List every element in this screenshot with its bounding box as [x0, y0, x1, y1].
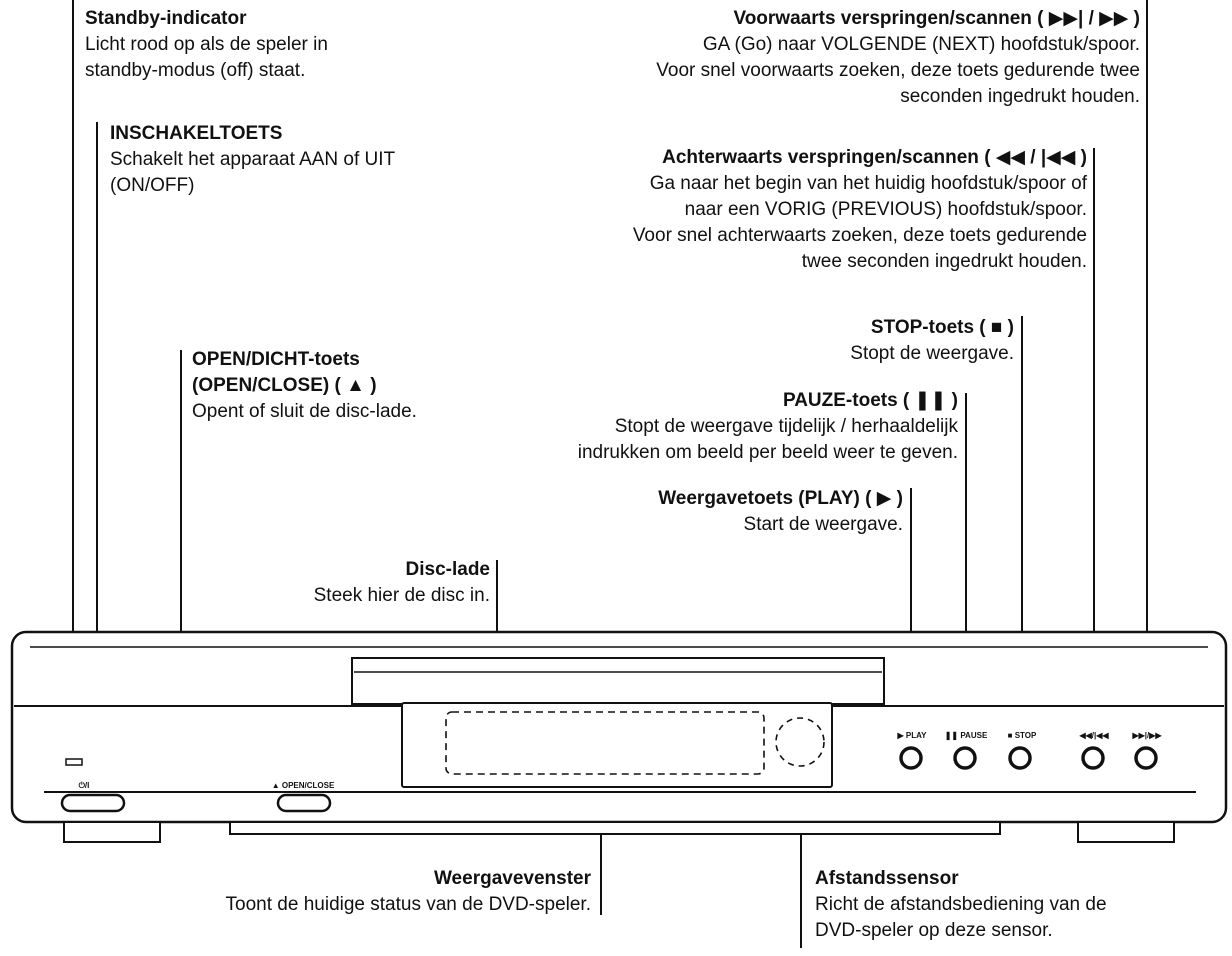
left-foot — [63, 821, 161, 843]
display-window — [401, 702, 833, 788]
backward-button-label: ◀◀/|◀◀ — [1078, 731, 1109, 740]
disc-tray-title: Disc-lade — [405, 559, 490, 580]
forward-button-label: ▶▶|/▶▶ — [1131, 731, 1162, 740]
open-close-button[interactable] — [276, 793, 332, 813]
callout-disc-tray: Disc-lade Steek hier de disc in. — [314, 557, 490, 609]
standby-led — [65, 758, 83, 766]
forward-button[interactable] — [1134, 746, 1158, 770]
display-title: Weergavevenster — [433, 868, 591, 889]
callout-open-close: OPEN/DICHT-toets (OPEN/CLOSE) ( ▲ ) Open… — [192, 347, 417, 425]
pause-title: PAUZE-toets ( ❚❚ ) — [782, 390, 958, 411]
power-button[interactable] — [60, 793, 126, 813]
open-close-title-line1: OPEN/DICHT-toets — [192, 349, 360, 370]
sensor-title: Afstandssensor — [815, 868, 959, 889]
disc-tray-desc: Steek hier de disc in. — [313, 585, 490, 606]
pause-button[interactable] — [953, 746, 977, 770]
pause-button-label: ❚❚ PAUSE — [945, 731, 988, 741]
stop-title: STOP-toets ( ■ ) — [870, 317, 1014, 338]
open-close-button-label: ▲ OPEN/CLOSE — [272, 781, 335, 790]
callout-display: Weergavevenster Toont de huidige status … — [226, 866, 591, 918]
play-button[interactable] — [899, 746, 923, 770]
display-inner — [445, 711, 765, 775]
standby-desc: Licht rood op als de speler in standby-m… — [85, 34, 328, 81]
callout-power: INSCHAKELTOETS Schakelt het apparaat AAN… — [110, 121, 395, 199]
callout-stop: STOP-toets ( ■ ) Stopt de weergave. — [850, 315, 1014, 367]
forward-title: Voorwaarts verspringen/scannen ( ▶▶| / ▶… — [733, 8, 1140, 29]
play-desc: Start de weergave. — [743, 514, 903, 535]
dvd-player: ⏻/I ▲ OPEN/CLOSE ▶ PLAY ❚❚ PAUSE ■ STOP … — [10, 630, 1228, 843]
play-title: Weergavetoets (PLAY) ( ▶ ) — [658, 488, 903, 509]
open-close-title-line2: (OPEN/CLOSE) ( ▲ ) — [192, 375, 377, 396]
callout-sensor: Afstandssensor Richt de afstandsbedienin… — [815, 866, 1107, 944]
pause-desc: Stopt de weergave tijdelijk / herhaaldel… — [577, 416, 958, 463]
play-button-label: ▶ PLAY — [897, 731, 928, 740]
open-close-desc: Opent of sluit de disc-lade. — [192, 401, 417, 422]
remote-sensor — [775, 717, 825, 767]
callout-play: Weergavetoets (PLAY) ( ▶ ) Start de weer… — [658, 486, 903, 538]
power-title: INSCHAKELTOETS — [110, 123, 283, 144]
standby-title: Standby-indicator — [85, 8, 247, 29]
display-desc: Toont de huidige status van de DVD-spele… — [225, 894, 591, 915]
stop-desc: Stopt de weergave. — [850, 343, 1014, 364]
backward-title: Achterwaarts verspringen/scannen ( ◀◀ / … — [662, 147, 1087, 168]
disc-tray[interactable] — [351, 657, 885, 705]
backward-button[interactable] — [1081, 746, 1105, 770]
callout-backward: Achterwaarts verspringen/scannen ( ◀◀ / … — [633, 145, 1087, 275]
stop-button[interactable] — [1008, 746, 1032, 770]
callout-pause: PAUZE-toets ( ❚❚ ) Stopt de weergave tij… — [578, 388, 958, 466]
forward-desc: GA (Go) naar VOLGENDE (NEXT) hoofdstuk/s… — [656, 34, 1140, 107]
callout-standby: Standby-indicator Licht rood op als de s… — [85, 6, 328, 84]
power-button-label: ⏻/I — [79, 781, 90, 790]
right-foot — [1077, 821, 1175, 843]
power-desc: Schakelt het apparaat AAN of UIT (ON/OFF… — [110, 149, 396, 196]
stop-button-label: ■ STOP — [1008, 731, 1037, 740]
sensor-desc: Richt de afstandsbediening van de DVD-sp… — [815, 894, 1107, 941]
backward-desc: Ga naar het begin van het huidig hoofdst… — [632, 173, 1087, 272]
callout-forward: Voorwaarts verspringen/scannen ( ▶▶| / ▶… — [656, 6, 1140, 110]
center-foot — [229, 821, 1001, 835]
